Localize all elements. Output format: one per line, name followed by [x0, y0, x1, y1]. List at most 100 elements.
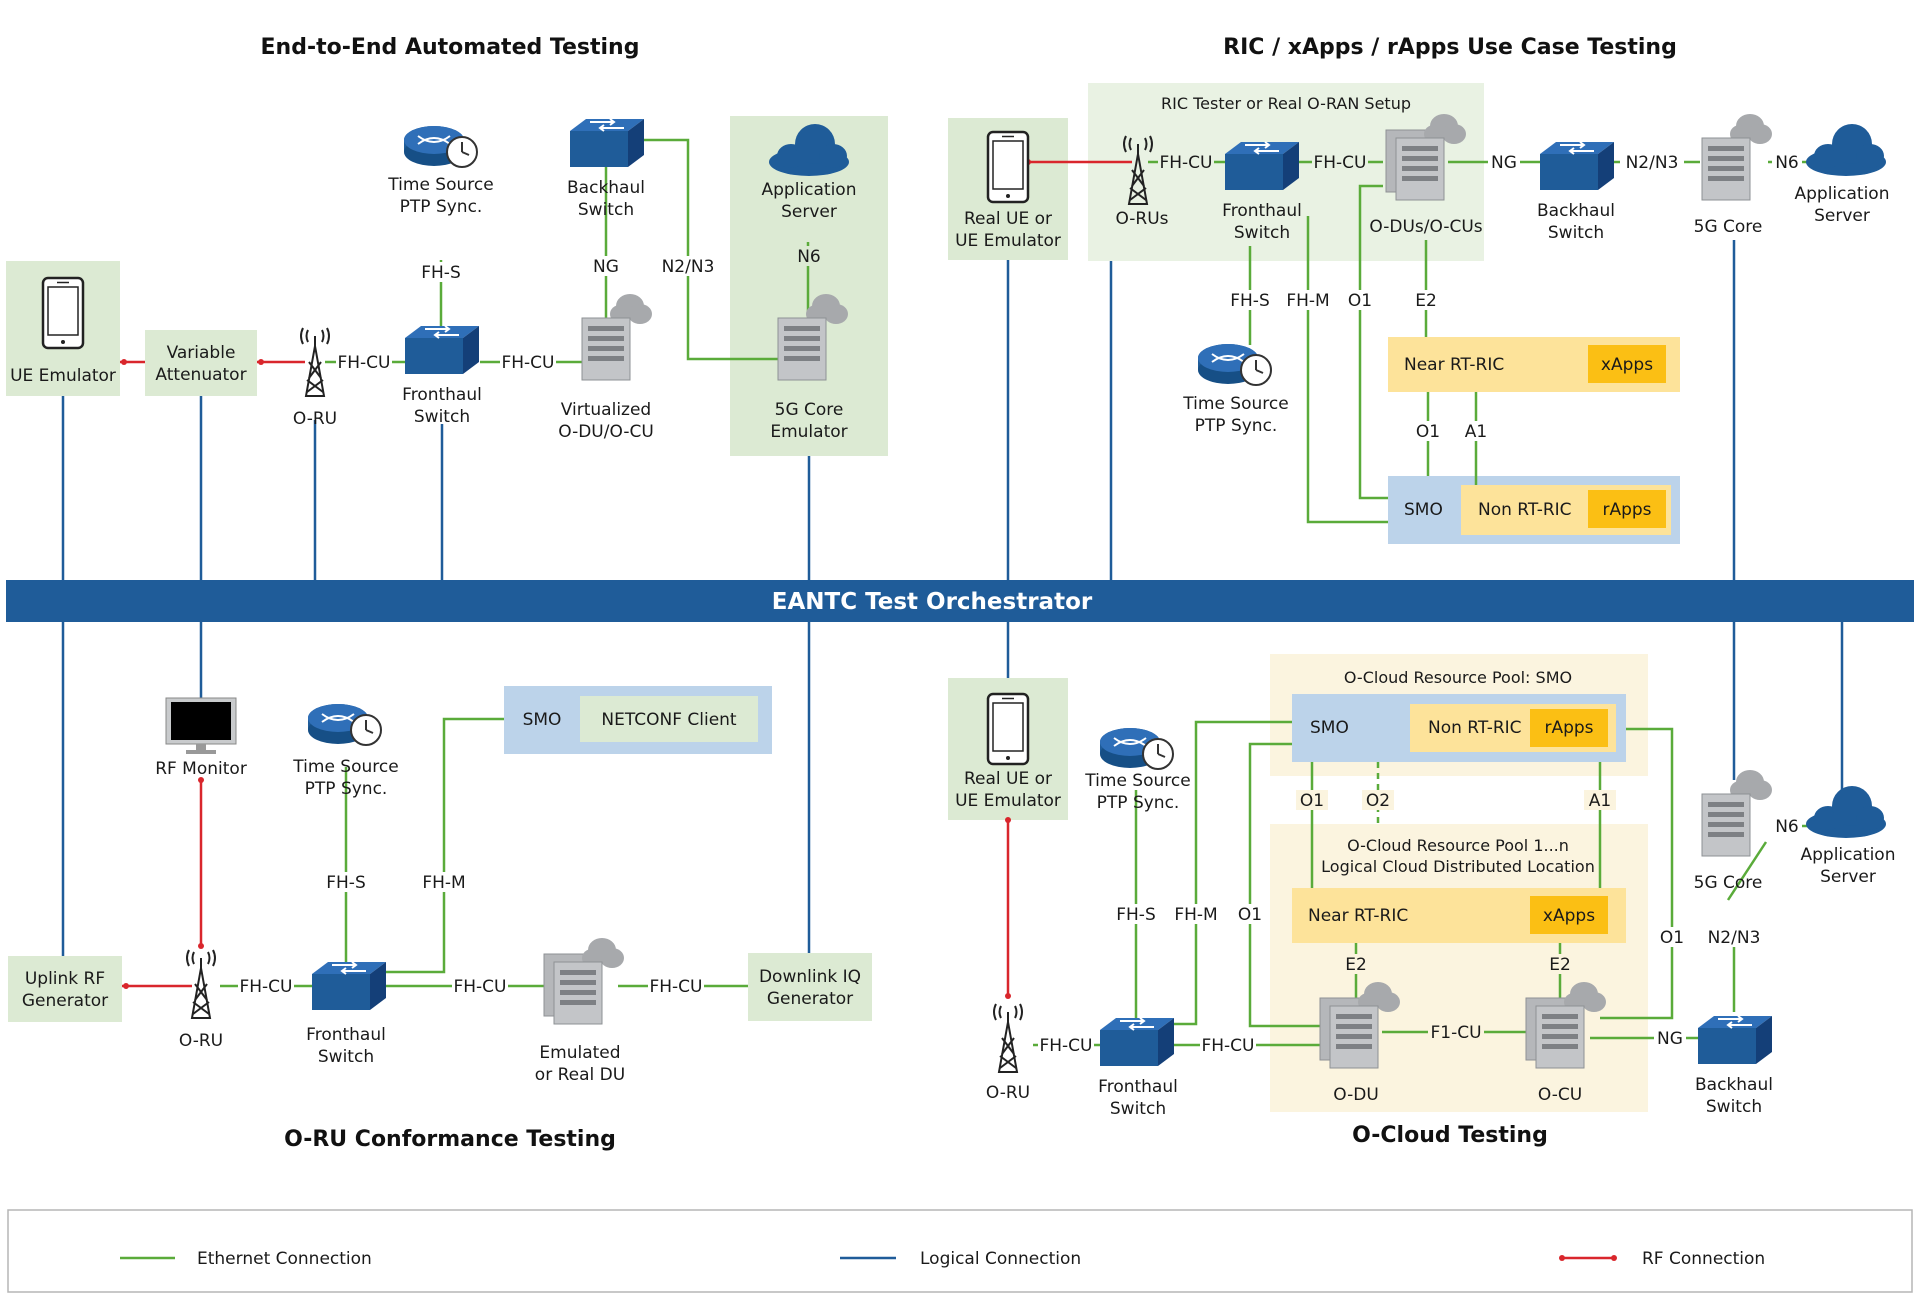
ric-backhaul-switch-icon	[1539, 141, 1615, 191]
ric-rapps-box	[1588, 490, 1666, 528]
ocloud-e2-label-2: E2	[1549, 955, 1571, 975]
ocloud-non-rt-ric-label: Non RT-RIC	[1428, 718, 1522, 738]
ric-e2-label: E2	[1415, 291, 1437, 311]
e2e-backhaul-switch-icon	[569, 118, 645, 168]
ocloud-pool-n-label-1: O-Cloud Resource Pool 1...n	[1347, 836, 1569, 855]
e2e-core-emulator-label-2: Emulator	[770, 422, 847, 442]
e2e-fronthaul-label-2: Switch	[414, 407, 470, 427]
ocloud-app-server-label-2: Server	[1820, 867, 1876, 887]
ric-time-source-icon	[1197, 343, 1272, 386]
legend: Ethernet Connection Logical Connection R…	[7, 1209, 1913, 1293]
e2e-variable-attenuator-box	[145, 330, 257, 396]
oruconf-downlink-box	[748, 953, 872, 1021]
e2e-attenuator-label-1: Variable	[167, 343, 236, 363]
e2e-ue-phone-icon	[41, 276, 85, 350]
oruconf-fhm-label: FH-M	[422, 873, 465, 893]
oruconf-oru-label: O-RU	[179, 1031, 223, 1051]
ocloud-fronthaul-label-2: Switch	[1110, 1099, 1166, 1119]
ric-real-ue-phone-icon	[986, 130, 1030, 204]
ric-connection-labels: FH-CU FH-CU NG N2/N3 N6 FH-S FH-M O1 E2 …	[1158, 153, 1802, 442]
ocloud-pool-smo-label: O-Cloud Resource Pool: SMO	[1344, 668, 1572, 687]
rf-connections	[120, 160, 1132, 996]
rf-monitor-icon	[165, 697, 237, 755]
ocloud-backhaul-label-2: Switch	[1706, 1097, 1762, 1117]
oruconf-fhcu-label-1: FH-CU	[239, 977, 292, 997]
ric-fhcu-label-2: FH-CU	[1313, 153, 1366, 173]
ric-near-rt-ric-label: Near RT-RIC	[1404, 355, 1504, 375]
ocloud-backhaul-switch-icon	[1697, 1015, 1773, 1065]
oruconf-smo-label: SMO	[523, 710, 562, 730]
ric-orus-label: O-RUs	[1115, 209, 1168, 229]
ocloud-fronthaul-switch-icon	[1099, 1017, 1175, 1067]
oruconf-connection-labels: FH-S FH-M FH-CU FH-CU FH-CU	[238, 872, 704, 997]
ocloud-fhcu-label-2: FH-CU	[1201, 1036, 1254, 1056]
ric-xapps-label: xApps	[1601, 355, 1653, 375]
oruconf-fhcu-label-2: FH-CU	[453, 977, 506, 997]
e2e-fhcu-label-2: FH-CU	[501, 353, 554, 373]
title-ric: RIC / xApps / rApps Use Case Testing	[1223, 35, 1677, 60]
oruconf-emulated-du-server-icon	[544, 938, 624, 1024]
oruconf-uplink-label-2: Generator	[22, 991, 108, 1011]
ocloud-xapps-box	[1530, 896, 1608, 934]
ethernet-connections	[220, 138, 1808, 1047]
ric-non-rt-ric-label: Non RT-RIC	[1478, 500, 1572, 520]
oruconf-time-source-label-1: Time Source	[292, 757, 398, 777]
ocloud-time-source-icon	[1099, 727, 1174, 770]
ocloud-o1-label-3: O1	[1660, 928, 1684, 948]
e2e-n6-label: N6	[797, 247, 821, 267]
ric-core-label: 5G Core	[1694, 217, 1763, 237]
e2e-n2n3-label: N2/N3	[662, 257, 715, 277]
ric-fhm-label: FH-M	[1286, 291, 1329, 311]
oruconf-oru-antenna-icon	[186, 949, 216, 1019]
section-titles: End-to-End Automated Testing RIC / xApps…	[261, 35, 1677, 1152]
e2e-app-server-label-1: Application	[762, 180, 857, 200]
ocloud-smo-label: SMO	[1310, 718, 1349, 738]
ric-rapps-label: rApps	[1602, 500, 1651, 520]
e2e-time-source-label-2: PTP Sync.	[400, 197, 483, 217]
ocloud-core-server-icon	[1701, 769, 1773, 857]
e2e-ng-label: NG	[593, 257, 619, 277]
ocloud-o1-label-1: O1	[1300, 791, 1324, 811]
e2e-fhs-label: FH-S	[421, 263, 461, 283]
ric-fhs-label: FH-S	[1230, 291, 1270, 311]
ocloud-real-ue-label-2: UE Emulator	[955, 791, 1061, 811]
oruconf-netconf-box	[580, 696, 758, 742]
oruconf-time-source-label-2: PTP Sync.	[305, 779, 388, 799]
ocloud-xapps-label: xApps	[1543, 906, 1595, 926]
ric-o1-label-1: O1	[1348, 291, 1372, 311]
ric-real-ue-label-1: Real UE or	[964, 209, 1052, 229]
ric-time-source-label-1: Time Source	[1182, 394, 1288, 414]
ocloud-app-server-label-1: Application	[1801, 845, 1896, 865]
ocloud-ng-label: NG	[1657, 1029, 1683, 1049]
ocloud-real-ue-label-1: Real UE or	[964, 769, 1052, 789]
legend-frame	[7, 1209, 1913, 1293]
ocloud-fhcu-label-1: FH-CU	[1039, 1036, 1092, 1056]
e2e-connection-labels: FH-S FH-CU FH-CU NG N2/N3 N6	[336, 246, 824, 373]
oruconf-downlink-label-2: Generator	[767, 989, 853, 1009]
e2e-fhcu-label-1: FH-CU	[337, 353, 390, 373]
rf-monitor-label: RF Monitor	[155, 759, 247, 779]
e2e-virtualized-label-1: Virtualized	[561, 400, 651, 420]
e2e-time-source-label-1: Time Source	[387, 175, 493, 195]
legend-logical-label: Logical Connection	[920, 1249, 1081, 1269]
title-e2e: End-to-End Automated Testing	[261, 35, 640, 60]
e2e-attenuator-label-2: Attenuator	[155, 365, 246, 385]
ric-app-server-label-1: Application	[1795, 184, 1890, 204]
ocloud-o2-label: O2	[1366, 791, 1390, 811]
ocloud-core-label: 5G Core	[1694, 873, 1763, 893]
ric-n2n3-label: N2/N3	[1626, 153, 1679, 173]
ocloud-time-source-label-2: PTP Sync.	[1097, 793, 1180, 813]
ric-backhaul-label-1: Backhaul	[1537, 201, 1615, 221]
oruconf-downlink-label-1: Downlink IQ	[759, 967, 861, 987]
ric-app-server-label-2: Server	[1814, 206, 1870, 226]
ric-a1-label: A1	[1465, 422, 1487, 442]
oruconf-emulated-label-1: Emulated	[539, 1043, 620, 1063]
ocloud-fronthaul-label-1: Fronthaul	[1098, 1077, 1178, 1097]
ocloud-rapps-box	[1530, 709, 1608, 747]
ric-time-source-label-2: PTP Sync.	[1195, 416, 1278, 436]
ric-o1-label-2: O1	[1416, 422, 1440, 442]
legend-ethernet-label: Ethernet Connection	[197, 1249, 372, 1269]
ocloud-oru-label: O-RU	[986, 1083, 1030, 1103]
e2e-fronthaul-label-1: Fronthaul	[402, 385, 482, 405]
e2e-virtualized-label-2: O-DU/O-CU	[558, 422, 654, 442]
